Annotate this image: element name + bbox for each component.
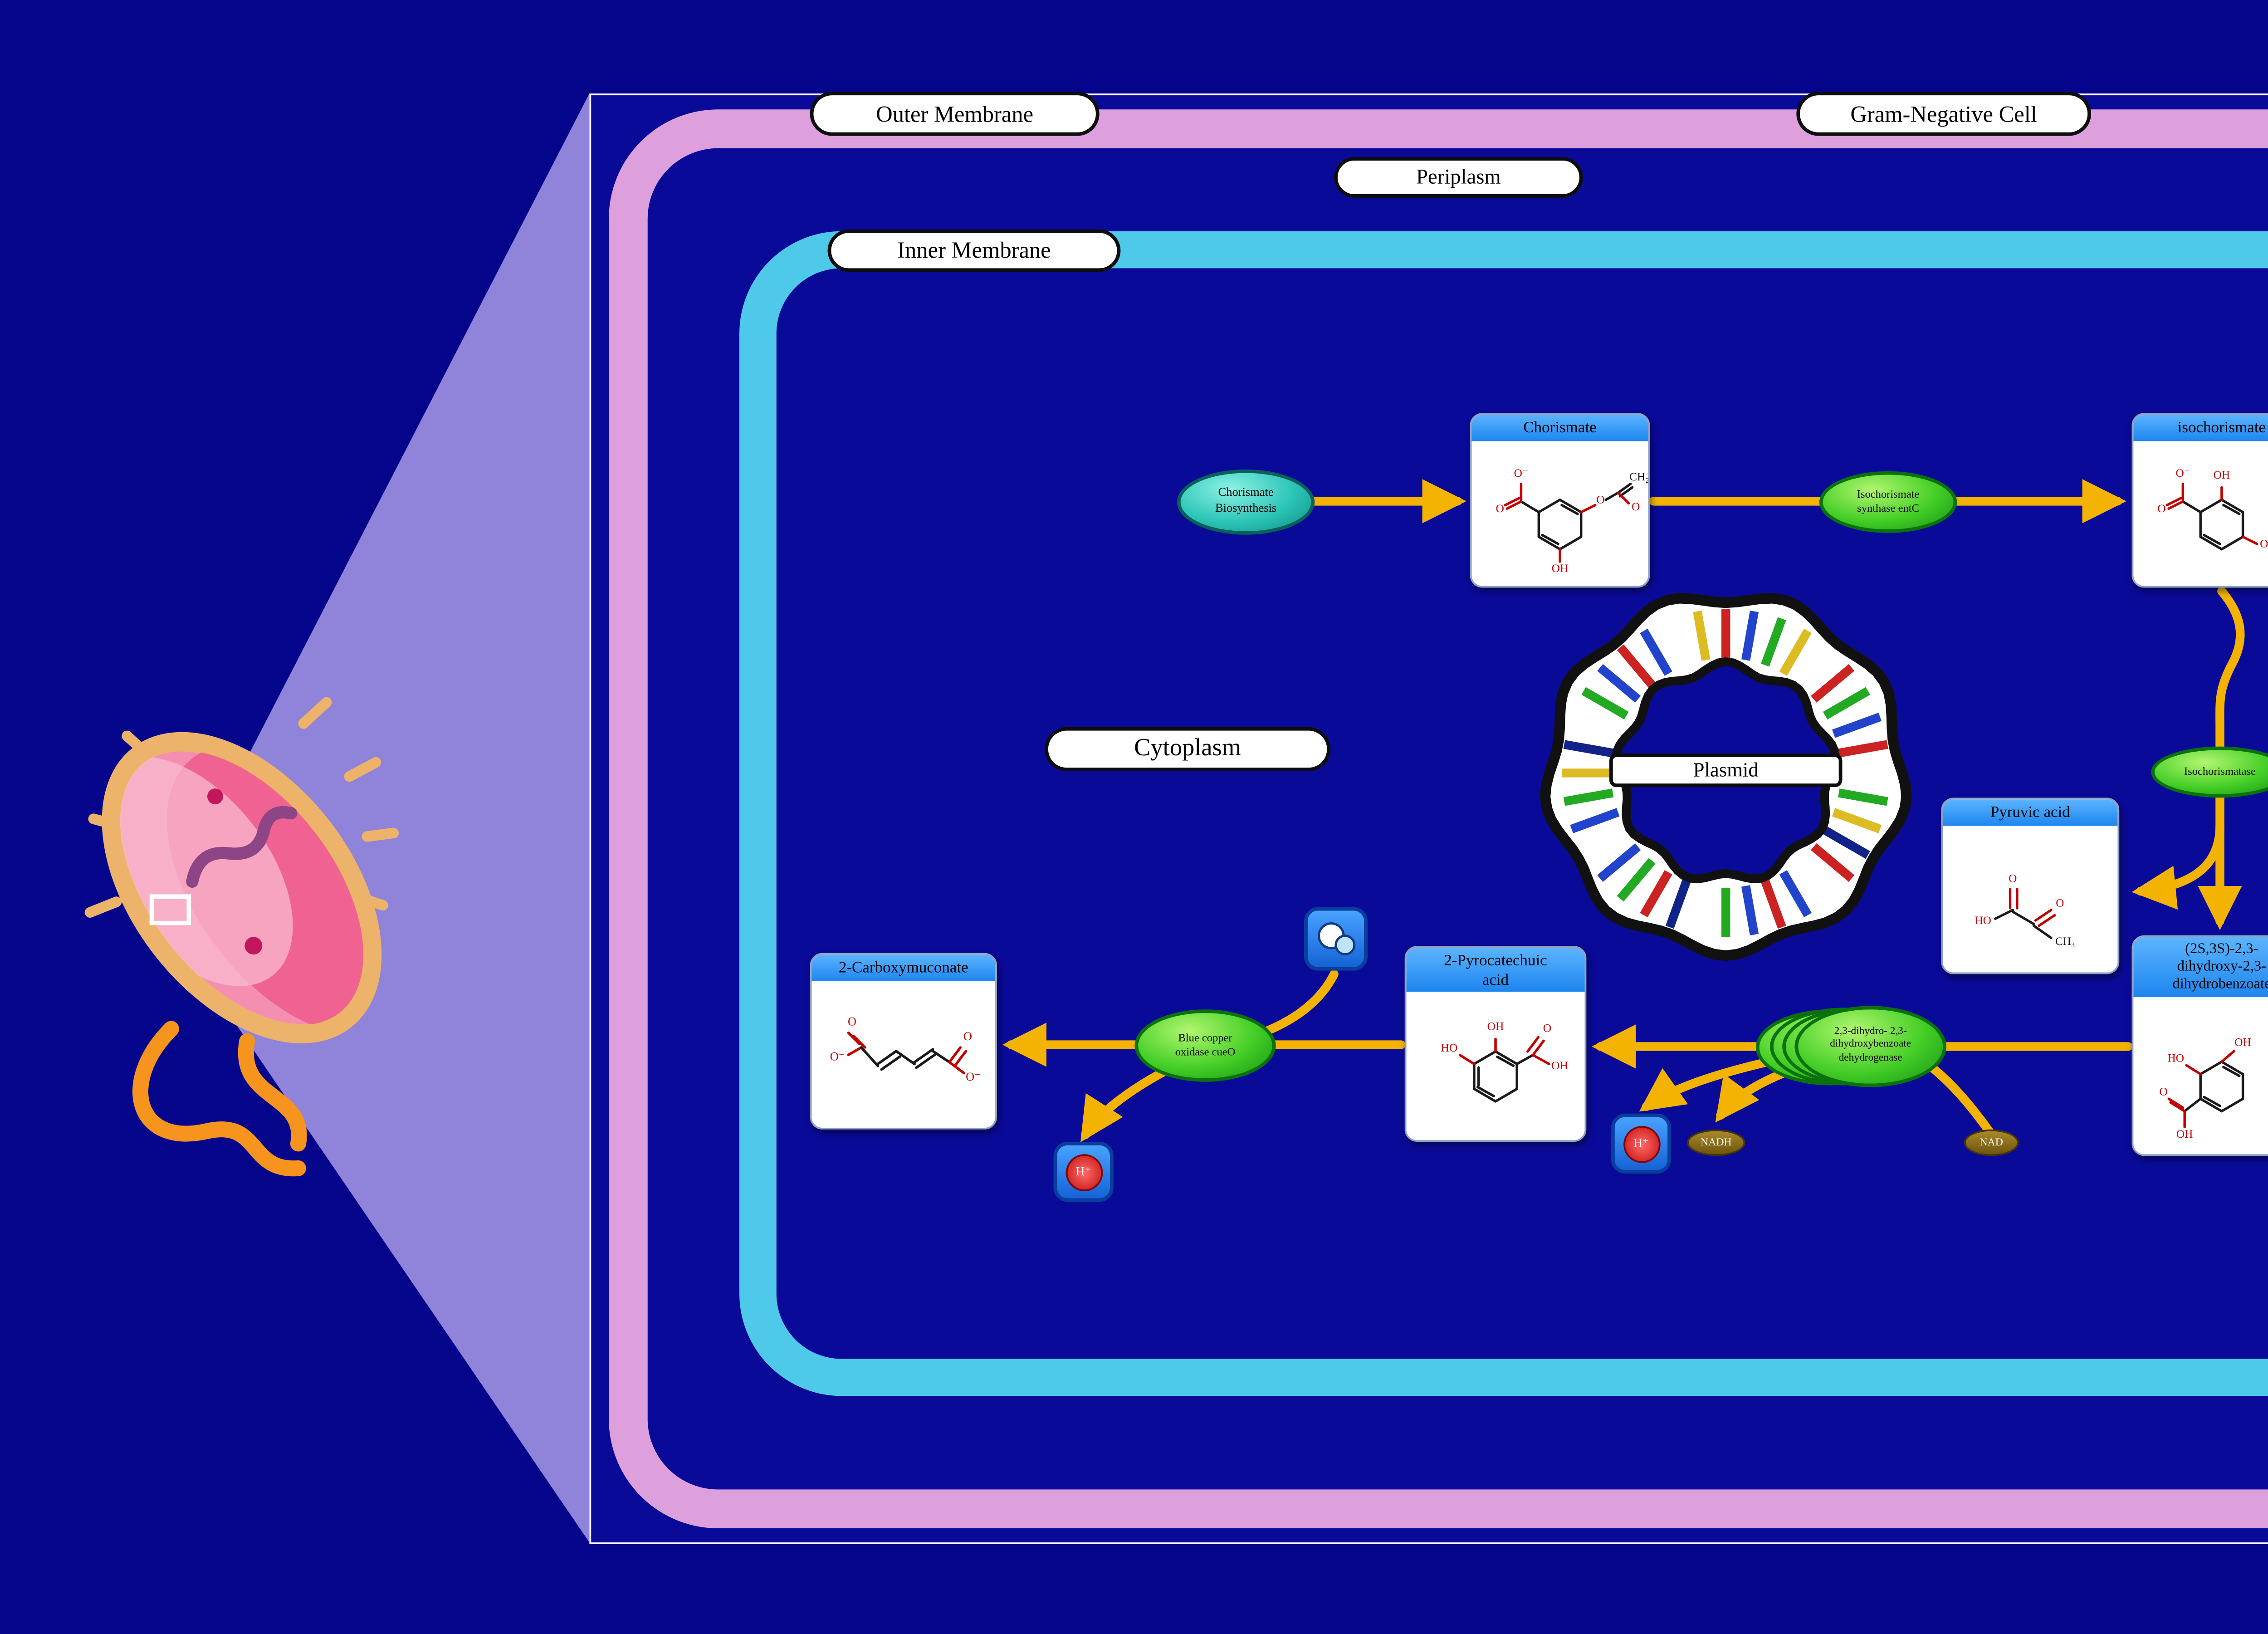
metabolite-card-isochorismate: isochorismate OO⁻OHOOCH₂ — [2131, 413, 2268, 588]
svg-text:O: O — [1632, 500, 1640, 513]
nad-chip: NAD — [1964, 1129, 2019, 1156]
svg-text:HO: HO — [1975, 914, 1991, 926]
nadh-chip: NADH — [1687, 1129, 1745, 1156]
svg-text:OH: OH — [1487, 1020, 1504, 1033]
svg-text:OH: OH — [1551, 1059, 1568, 1072]
enzyme-isochorismate-synthase-entc: Isochorismate synthase entC — [1819, 471, 1957, 533]
flagellum — [132, 1021, 306, 1177]
dhb-structure: OH HO O OH — [2133, 996, 2268, 1155]
svg-text:O: O — [963, 1029, 972, 1042]
svg-text:OH: OH — [2214, 468, 2230, 481]
metabolite-card-pyrocatechuic-acid: 2-Pyrocatechuic acid OH HO O OH — [1404, 946, 1587, 1142]
h-plus-icon-dehydrogenase: H⁺ — [1611, 1113, 1672, 1174]
svg-text:OH: OH — [2176, 1127, 2193, 1140]
cytoplasm-label-text: Cytoplasm — [1134, 735, 1242, 762]
plasmid-label-text: Plasmid — [1693, 759, 1759, 781]
enzyme-blue-copper-oxidase-cueo: Blue copper oxidase cueO — [1134, 1009, 1276, 1082]
periplasm-label-text: Periplasm — [1416, 164, 1501, 189]
card-title: (2S,3S)-2,3- dihydroxy-2,3- dihydrobenzo… — [2133, 937, 2268, 997]
svg-text:OH: OH — [1552, 562, 1569, 574]
svg-text:O⁻: O⁻ — [2176, 466, 2190, 479]
carboxymuconate-structure: O O⁻ O O⁻ — [811, 980, 996, 1128]
enzyme-dhb-dehydrogenase: 2,3-dihydro- 2,3- dihydroxybenzoate dehy… — [1794, 1006, 1947, 1087]
metabolite-card-pyruvic-acid: Pyruvic acid HO O O CH₃ — [1941, 797, 2120, 974]
nucleoid — [186, 806, 298, 888]
svg-text:O: O — [1596, 493, 1604, 505]
svg-text:O⁻: O⁻ — [830, 1049, 845, 1062]
card-title: 2-Carboxymuconate — [811, 954, 996, 981]
card-title: isochorismate — [2133, 415, 2268, 441]
svg-text:O: O — [1543, 1022, 1551, 1035]
svg-text:O: O — [2260, 537, 2268, 549]
svg-text:OH: OH — [2234, 1035, 2251, 1048]
zoom-source-rect — [149, 894, 191, 925]
svg-text:CH₂: CH₂ — [1629, 470, 1648, 482]
svg-text:HO: HO — [2167, 1051, 2184, 1064]
svg-text:O: O — [2157, 501, 2165, 514]
svg-text:O⁻: O⁻ — [966, 1069, 981, 1082]
gram-negative-cell-label-text: Gram-Negative Cell — [1850, 99, 2037, 127]
periplasm-label: Periplasm — [1334, 157, 1583, 198]
svg-text:O: O — [2159, 1085, 2167, 1097]
metabolite-card-chorismate: Chorismate O O⁻ O CH₂ O OH — [1470, 413, 1650, 588]
bacterium-illustration — [84, 697, 412, 1177]
pyruvic-acid-structure: HO O O CH₃ — [1943, 825, 2118, 973]
plasmid-label: Plasmid — [1609, 753, 1843, 788]
cytoplasm-label: Cytoplasm — [1045, 727, 1331, 772]
svg-text:O: O — [1496, 501, 1504, 514]
h-plus-icon-cueo: H⁺ — [1053, 1142, 1114, 1202]
metabolite-card-carboxymuconate: 2-Carboxymuconate O O⁻ O O⁻ — [810, 953, 997, 1130]
svg-text:HO: HO — [1441, 1042, 1457, 1055]
gram-negative-cell-label: Gram-Negative Cell — [1796, 92, 2092, 136]
card-title: 2-Pyrocatechuic acid — [1406, 948, 1585, 993]
oxygen-molecule-icon — [1304, 907, 1368, 971]
h-plus-circle: H⁺ — [1065, 1153, 1102, 1191]
isochorismate-structure: OO⁻OHOOCH₂ — [2133, 440, 2268, 586]
outer-membrane-label: Outer Membrane — [810, 92, 1100, 136]
enzyme-dhb-dehydrogenase-cluster: 2,3-dihydro- 2,3- dihydroxybenzoate dehy… — [1755, 1006, 1947, 1089]
pyrocatechuic-structure: OH HO O OH — [1406, 992, 1585, 1140]
metabolite-card-dihydroxy-dihydrobenzoate: (2S,3S)-2,3- dihydroxy-2,3- dihydrobenzo… — [2131, 935, 2268, 1156]
node-chorismate-biosynthesis: Chorismate Biosynthesis — [1177, 469, 1315, 535]
flagellum — [238, 1033, 307, 1152]
chorismate-structure: O O⁻ O CH₂ O OH — [1471, 440, 1648, 586]
svg-text:CH₃: CH₃ — [2055, 934, 2075, 947]
inner-membrane-label-text: Inner Membrane — [897, 236, 1051, 263]
h-plus-circle: H⁺ — [1623, 1125, 1660, 1162]
svg-text:O: O — [2056, 896, 2064, 909]
card-title: Chorismate — [1471, 415, 1648, 441]
outer-membrane-label-text: Outer Membrane — [876, 99, 1034, 127]
svg-text:O⁻: O⁻ — [1514, 466, 1529, 479]
card-title: Pyruvic acid — [1943, 799, 2118, 826]
enzyme-isochorismatase: Isochorismatase — [2151, 746, 2268, 798]
svg-text:O: O — [2009, 872, 2017, 884]
inner-membrane-label: Inner Membrane — [827, 229, 1121, 272]
svg-text:O: O — [848, 1014, 856, 1027]
